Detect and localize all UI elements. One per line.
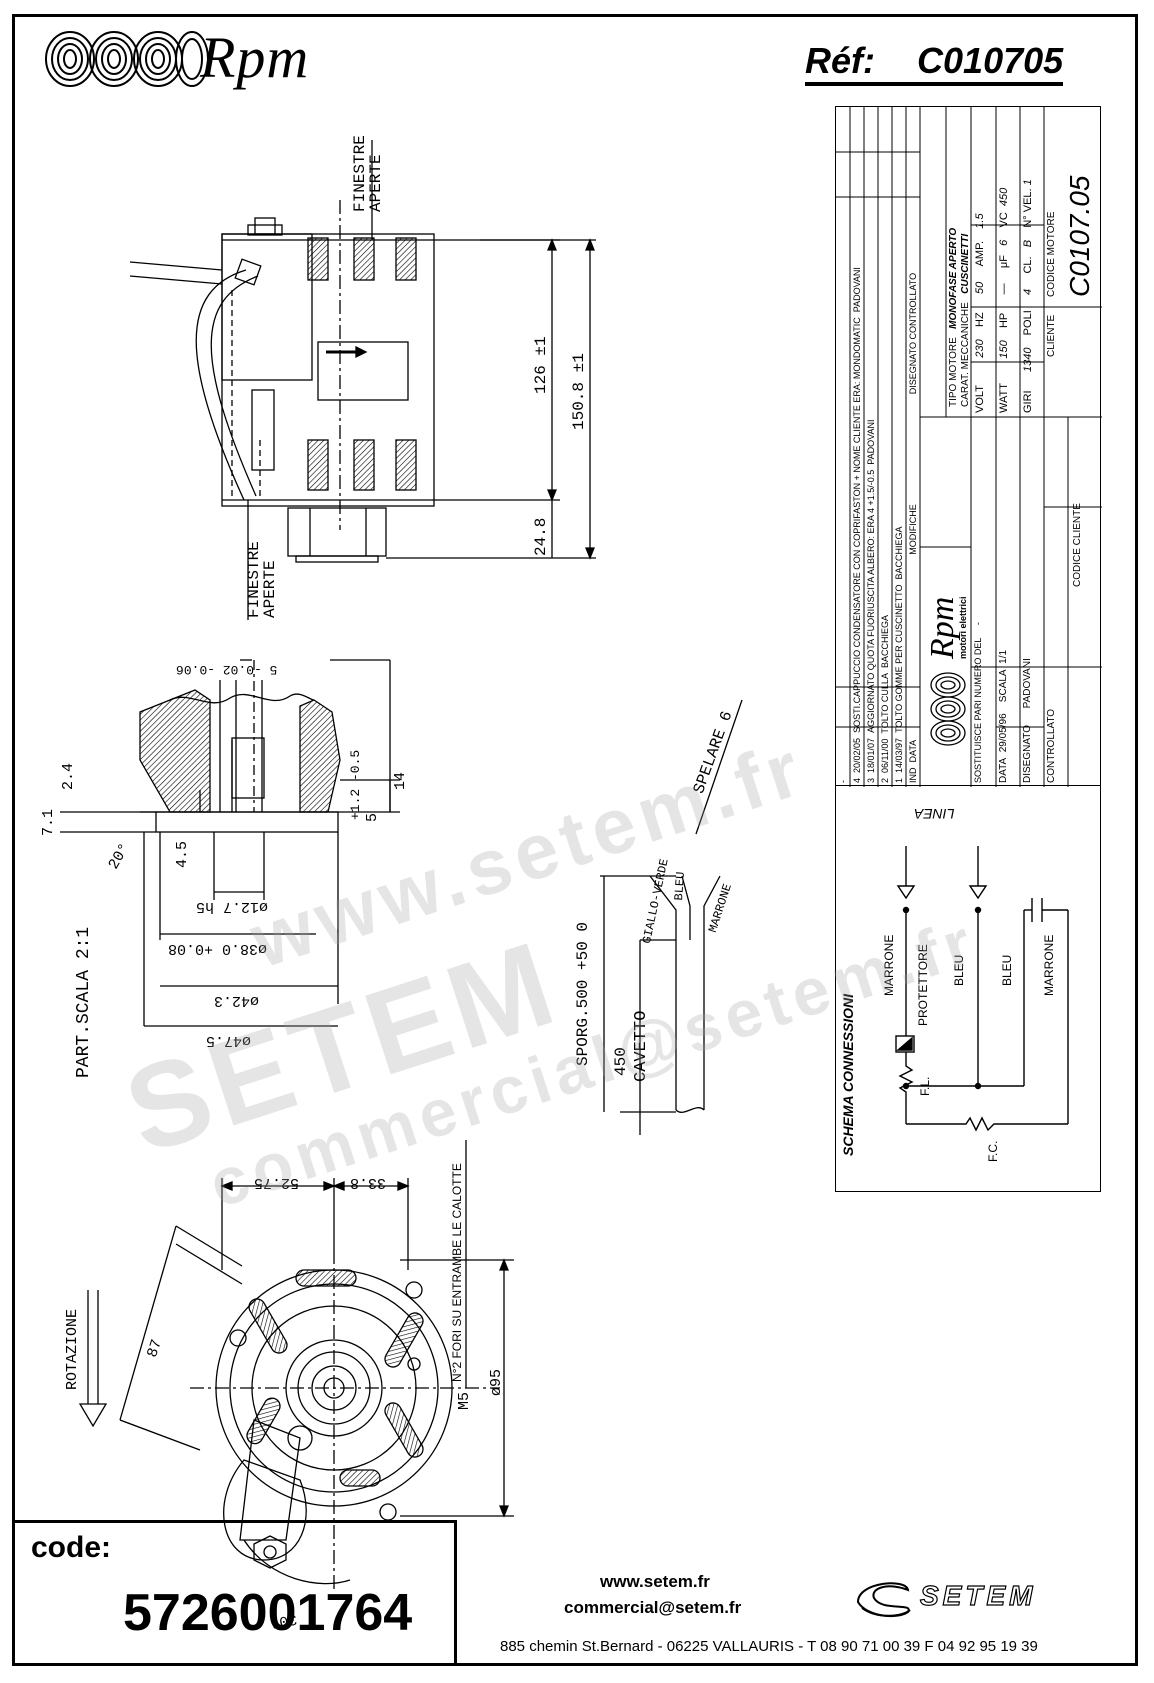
dim-126: 126 ±1 (532, 336, 550, 394)
setem-swoosh-icon (856, 1582, 911, 1618)
reference: Réf: C010705 (805, 40, 1064, 86)
dim-4-5: 4.5 (174, 840, 191, 868)
dim-38: ø38.0 +0.08 (168, 940, 268, 957)
page-frame (12, 14, 1138, 1666)
fori-note: N°2 FORI SU ENTRAMBE LE CALOTTE (450, 1163, 464, 1382)
finestre-aperte-top: FINESTRE APERTE (351, 135, 385, 212)
dim-7-1: 7.1 (40, 808, 57, 836)
company-logo: Rpm motori elettrici (924, 596, 968, 747)
setem-wordmark: SETEM (919, 1579, 1037, 1611)
code-value: 5726001764 (123, 1584, 413, 1642)
code-label: code: (31, 1531, 112, 1564)
dim-1-2: +1.2 -0.5 (348, 749, 363, 820)
dim-5-tolerance: 5 -0.02 -0.06 (176, 662, 278, 677)
rpm-logo: Rpm (42, 25, 382, 98)
coil-logo-icon (45, 31, 209, 87)
dim-14: 14 (392, 771, 409, 790)
title-block-grid (836, 107, 1102, 787)
coil-logo-icon (930, 672, 966, 746)
wiring-diagram: LINEA SCHEMA CONNESSIONI MARRONE PROTETT… (835, 786, 1101, 1192)
setem-logo: SETEM (848, 1572, 1108, 1622)
ref-label: Réf: (805, 40, 875, 81)
title-block: - 4 20/02/05 SOSTI.CAPPUCCIO CONDENSATOR… (835, 106, 1102, 787)
m5-label: M5 (456, 1391, 473, 1410)
dim-2-4: 2.4 (60, 762, 77, 790)
footer-email: commercial@setem.fr (564, 1598, 742, 1617)
code-box: code: 5726001764 (13, 1520, 457, 1666)
footer-web: www.setem.fr (600, 1572, 710, 1591)
wire-bleu: BLEU (672, 871, 688, 901)
brand-name: Rpm (200, 25, 310, 90)
dim-5: 5 (364, 812, 381, 822)
wiring-schematic (895, 846, 1069, 1132)
dim-150: 150.8 ±1 (570, 353, 588, 430)
part-scala: PART.SCALA 2:1 (74, 926, 94, 1078)
ref-value: C010705 (917, 40, 1064, 81)
rotazione-label: ROTAZIONE (64, 1308, 81, 1390)
dim-95: ø95 (488, 1368, 505, 1396)
finestre-aperte-bottom: FINESTRE APERTE (245, 541, 279, 618)
footer-address: 885 chemin St.Bernard - 06225 VALLAURIS … (500, 1638, 1038, 1655)
dim-24-8: 24.8 (532, 517, 550, 556)
